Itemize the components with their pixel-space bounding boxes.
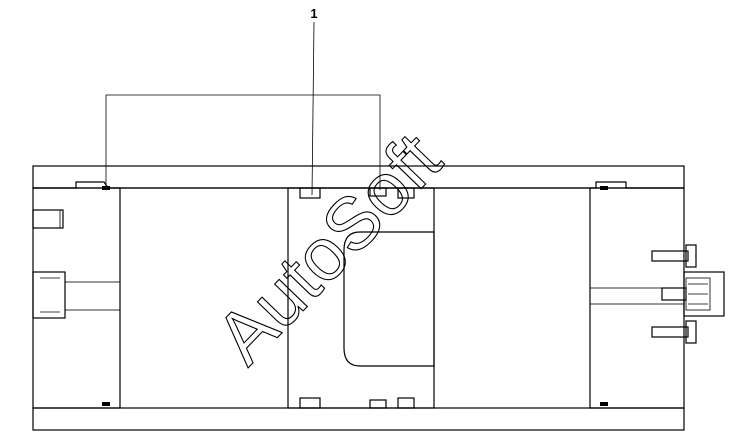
- seals: [102, 186, 608, 409]
- right-end-cap: [589, 181, 685, 409]
- seal-bottom-right: [397, 397, 415, 409]
- piston-cavity: [343, 231, 435, 367]
- callout-1: 1: [310, 6, 318, 196]
- right-fittings: [651, 244, 725, 344]
- seal-bottom-mid: [369, 399, 387, 409]
- seal-right-cap-top: [600, 186, 608, 190]
- left-port-channel: [64, 281, 121, 311]
- right-port-channel: [589, 287, 685, 305]
- autosoft-watermark: AutoSoft: [200, 117, 457, 379]
- left-bolt-recess: [32, 209, 64, 229]
- seal-right-cap-bottom: [600, 402, 608, 406]
- left-end-cap: [32, 181, 121, 409]
- lower-bolt: [651, 320, 697, 344]
- port-fitting: [661, 271, 725, 317]
- left-port-recess: [32, 271, 66, 319]
- seal-left-cap-top: [102, 186, 110, 190]
- upper-bolt: [651, 244, 697, 268]
- seal-top-left: [299, 187, 321, 199]
- seal-top-right: [397, 187, 415, 199]
- callout-leader: [311, 21, 315, 196]
- seal-top-mid: [369, 187, 387, 197]
- seal-left-cap-bottom: [102, 402, 110, 406]
- piston: [287, 187, 435, 409]
- bracket-outline: [105, 94, 381, 190]
- seal-bottom-left: [299, 397, 321, 409]
- callout-label: 1: [310, 6, 317, 21]
- bottom-cylinder-wall: [32, 407, 685, 431]
